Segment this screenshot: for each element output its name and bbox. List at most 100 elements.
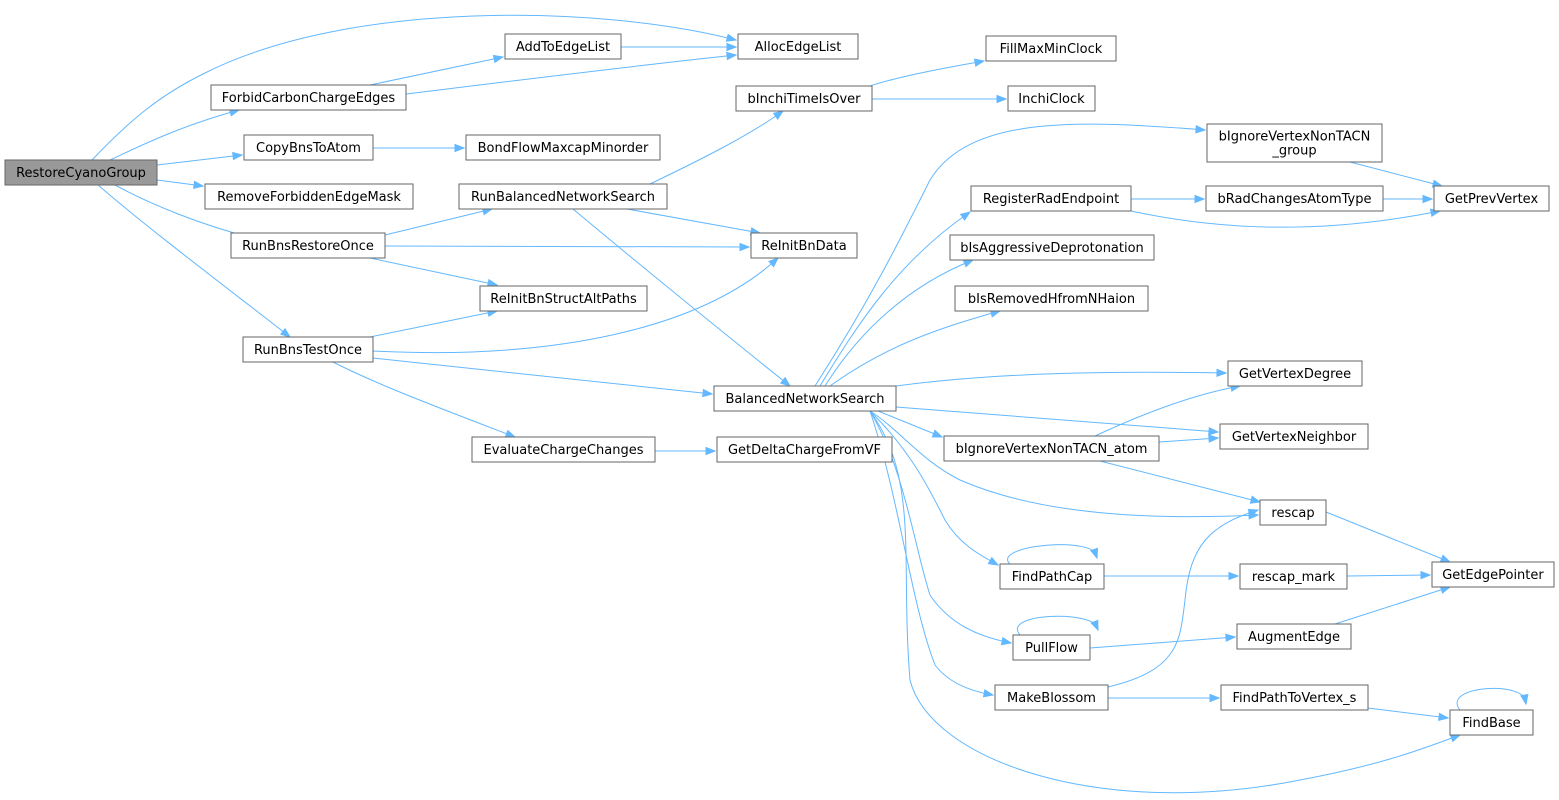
node-box[interactable] (210, 84, 407, 111)
edge-RunBnsRestoreOnce-to-ReInitBnData (384, 245, 750, 248)
node-label: PullFlow (1025, 641, 1078, 656)
node-AugmentEdge[interactable]: AugmentEdge (1236, 623, 1352, 650)
node-InchiClock[interactable]: InchiClock (1007, 85, 1096, 112)
node-label: CopyBnsToAtom (256, 141, 361, 156)
node-AddToEdgeList[interactable]: AddToEdgeList (504, 33, 622, 60)
node-box[interactable] (471, 436, 656, 463)
edge-arrowhead (193, 180, 205, 189)
node-RunBnsTestOnce[interactable]: RunBnsTestOnce (242, 336, 374, 363)
node-box[interactable] (243, 134, 374, 161)
node-RunBnsRestoreOnce[interactable]: RunBnsRestoreOnce (230, 232, 386, 259)
node-box[interactable] (465, 134, 661, 161)
node-bInchiTimeIsOver[interactable]: bInchiTimeIsOver (735, 85, 873, 112)
edge-arrowhead (1208, 434, 1220, 443)
node-GetVertexNeighbor[interactable]: GetVertexNeighbor (1219, 423, 1369, 450)
node-BalancedNetworkSearch[interactable]: BalancedNetworkSearch (713, 385, 897, 412)
edge-arrowhead (1438, 712, 1450, 722)
edge-arrowhead (1225, 633, 1237, 642)
node-box[interactable] (985, 35, 1117, 62)
node-box[interactable] (943, 435, 1160, 462)
node-box[interactable] (1219, 423, 1369, 450)
node-rescap_mark[interactable]: rescap_mark (1239, 563, 1348, 590)
node-box[interactable] (4, 159, 158, 186)
node-RunBalancedNetworkSearch[interactable]: RunBalancedNetworkSearch (458, 183, 668, 210)
node-GetDeltaChargeFromVF[interactable]: GetDeltaChargeFromVF (716, 436, 893, 463)
node-bIgnoreVertexNonTACN_group[interactable]: bIgnoreVertexNonTACN_group (1206, 123, 1383, 163)
edge-RunBnsTestOnce-to-ReInitBnStructAltPaths (369, 310, 498, 338)
node-box[interactable] (949, 234, 1155, 261)
node-RemoveForbiddenEdgeMask[interactable]: RemoveForbiddenEdgeMask (204, 183, 414, 210)
edge-bIgnoreVertexNonTACN_atom-to-GetVertexDegree (1094, 385, 1241, 437)
node-box[interactable] (1206, 123, 1383, 163)
node-box[interactable] (994, 684, 1109, 711)
node-GetEdgePointer[interactable]: GetEdgePointer (1431, 561, 1555, 588)
edge-FindPathCap-to-FindPathCap (1007, 544, 1098, 565)
node-box[interactable] (999, 563, 1105, 590)
node-box[interactable] (1220, 684, 1369, 711)
node-box[interactable] (458, 183, 668, 210)
node-rescap[interactable]: rescap (1259, 499, 1327, 526)
node-box[interactable] (1431, 561, 1555, 588)
node-label: GetEdgePointer (1442, 568, 1544, 583)
edge-AugmentEdge-to-GetEdgePointer (1334, 586, 1451, 625)
edge-arrowhead (982, 689, 995, 698)
node-ReInitBnData[interactable]: ReInitBnData (750, 232, 858, 259)
node-box[interactable] (713, 385, 897, 412)
node-box[interactable] (737, 33, 859, 60)
node-box[interactable] (204, 183, 414, 210)
node-box[interactable] (716, 436, 893, 463)
node-box[interactable] (1433, 185, 1550, 212)
edge-RunBalancedNetworkSearch-to-BalancedNetworkSearch (572, 208, 791, 387)
node-box[interactable] (504, 33, 622, 60)
node-label: GetDeltaChargeFromVF (728, 443, 881, 458)
edge-arrowhead (1247, 508, 1260, 517)
node-box[interactable] (1012, 634, 1091, 661)
node-box[interactable] (242, 336, 374, 363)
node-GetPrevVertex[interactable]: GetPrevVertex (1433, 185, 1550, 212)
node-box[interactable] (735, 85, 873, 112)
node-PullFlow[interactable]: PullFlow (1012, 634, 1091, 661)
node-box[interactable] (230, 232, 386, 259)
node-box[interactable] (479, 285, 648, 312)
node-box[interactable] (954, 285, 1149, 312)
edge-BalancedNetworkSearch-to-GetVertexNeighbor (895, 406, 1219, 433)
node-bIgnoreVertexNonTACN_atom[interactable]: bIgnoreVertexNonTACN_atom (943, 435, 1160, 462)
edge-arrowhead (1228, 571, 1240, 581)
node-box[interactable] (970, 185, 1132, 212)
edge-PullFlow-to-PullFlow (1016, 615, 1099, 636)
node-EvaluateChargeChanges[interactable]: EvaluateChargeChanges (471, 436, 656, 463)
edge-BalancedNetworkSearch-to-FindBase (869, 410, 1461, 794)
node-box[interactable] (1239, 563, 1348, 590)
node-MakeBlossom[interactable]: MakeBlossom (994, 684, 1109, 711)
node-ReInitBnStructAltPaths[interactable]: ReInitBnStructAltPaths (479, 285, 648, 312)
node-ForbidCarbonChargeEdges[interactable]: ForbidCarbonChargeEdges (210, 84, 407, 111)
node-box[interactable] (750, 232, 858, 259)
node-BondFlowMaxcapMinorder[interactable]: BondFlowMaxcapMinorder (465, 134, 661, 161)
node-bRadChangesAtomType[interactable]: bRadChangesAtomType (1205, 185, 1384, 212)
node-CopyBnsToAtom[interactable]: CopyBnsToAtom (243, 134, 374, 161)
node-RegisterRadEndpoint[interactable]: RegisterRadEndpoint (970, 185, 1132, 212)
node-box[interactable] (1236, 623, 1352, 650)
node-GetVertexDegree[interactable]: GetVertexDegree (1227, 360, 1363, 387)
node-label: FindPathCap (1012, 570, 1093, 585)
node-FindBase[interactable]: FindBase (1449, 709, 1534, 736)
node-label: bIsAggressiveDeprotonation (960, 241, 1144, 256)
node-label: bIgnoreVertexNonTACN_atom (956, 442, 1148, 457)
node-FillMaxMinClock[interactable]: FillMaxMinClock (985, 35, 1117, 62)
node-box[interactable] (1205, 185, 1384, 212)
node-box[interactable] (1449, 709, 1534, 736)
edge-arrowhead (772, 110, 785, 120)
node-box[interactable] (1007, 85, 1096, 112)
node-FindPathToVertex_s[interactable]: FindPathToVertex_s (1220, 684, 1369, 711)
node-FindPathCap[interactable]: FindPathCap (999, 563, 1105, 590)
node-bIsRemovedHfromNHaion[interactable]: bIsRemovedHfromNHaion (954, 285, 1149, 312)
node-RestoreCyanoGroup[interactable]: RestoreCyanoGroup (4, 159, 158, 186)
node-AllocEdgeList[interactable]: AllocEdgeList (737, 33, 859, 60)
node-label: BalancedNetworkSearch (725, 392, 884, 407)
node-box[interactable] (1259, 499, 1327, 526)
node-bIsAggressiveDeprotonation[interactable]: bIsAggressiveDeprotonation (949, 234, 1155, 261)
node-label: ReInitBnStructAltPaths (490, 292, 637, 307)
edge-arrowhead (726, 51, 738, 61)
node-box[interactable] (1227, 360, 1363, 387)
